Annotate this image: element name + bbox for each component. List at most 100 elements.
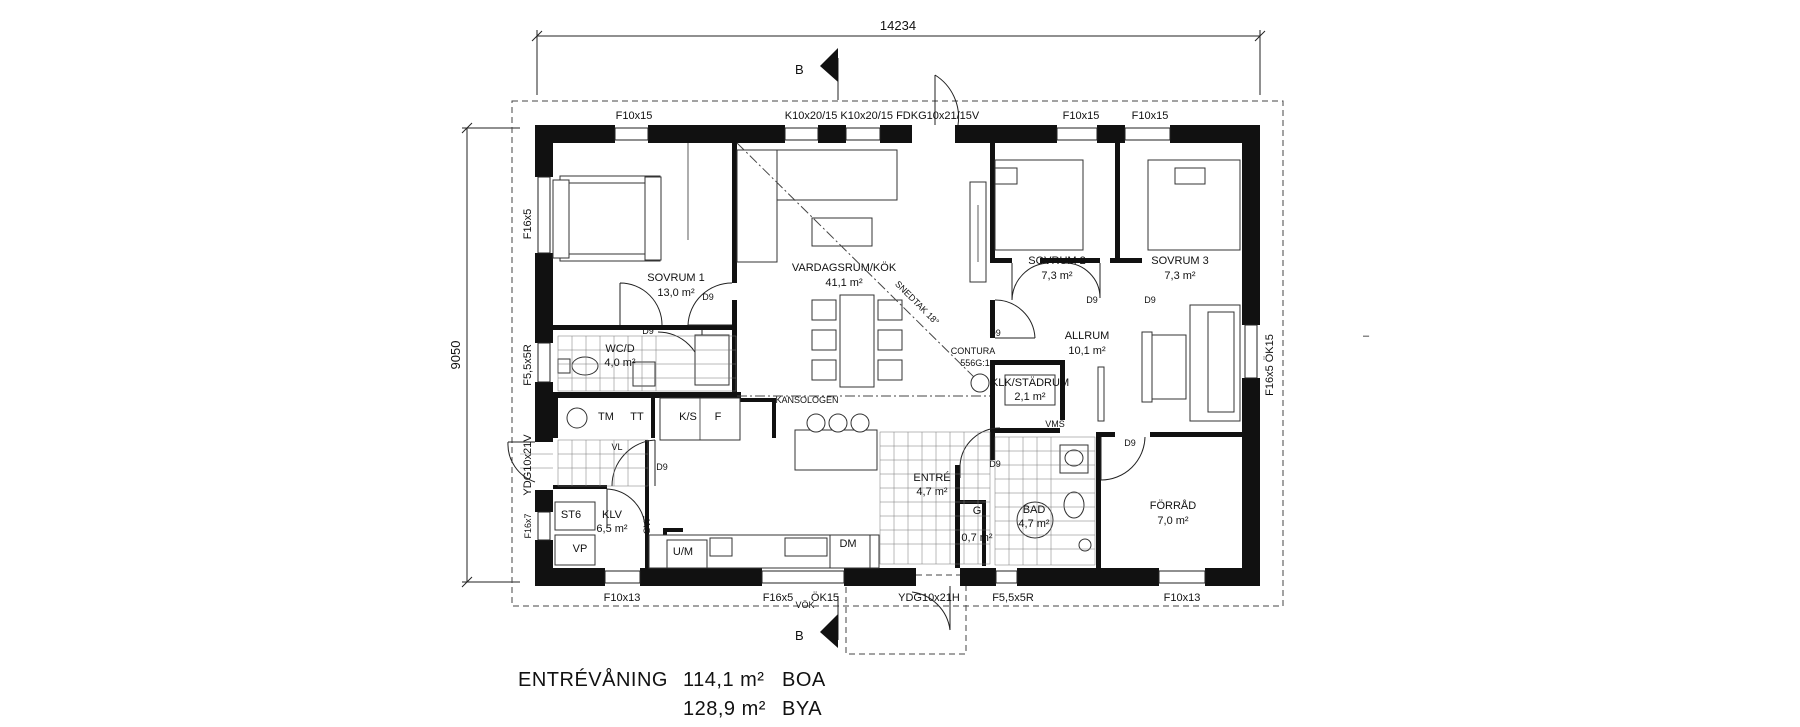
side-mark: – <box>1363 330 1370 342</box>
svg-text:F16x5: F16x5 <box>522 209 534 240</box>
svg-text:DM: DM <box>839 538 856 550</box>
svg-text:7,0 m²: 7,0 m² <box>1157 515 1189 527</box>
room-label-wcd: WC/D 4,0 m² <box>604 343 636 369</box>
room-label-sovrum3: SOVRUM 3 7,3 m² <box>1151 255 1208 282</box>
dining-table <box>811 294 903 388</box>
room-label-sovrum2: SOVRUM 2 7,3 m² <box>1028 255 1085 282</box>
wcd-fixtures <box>557 334 730 387</box>
svg-text:D9: D9 <box>1124 438 1136 448</box>
dimension-height-label: 9050 <box>448 341 463 370</box>
svg-text:D9: D9 <box>1086 295 1098 305</box>
svg-text:B: B <box>795 62 804 77</box>
svg-text:SOVRUM 3: SOVRUM 3 <box>1151 255 1208 267</box>
tile-grid-wc <box>557 335 737 392</box>
dimension-height: 9050 <box>448 122 520 588</box>
kitchen-counter <box>648 534 880 569</box>
svg-text:K/S: K/S <box>679 411 697 423</box>
svg-text:YDG10x21H: YDG10x21H <box>898 592 960 604</box>
svg-text:VARDAGSRUM/KÖK: VARDAGSRUM/KÖK <box>792 262 897 274</box>
svg-text:SOVRUM 1: SOVRUM 1 <box>647 272 704 284</box>
stair-or-cabinets <box>659 397 741 441</box>
svg-text:D9: D9 <box>989 328 1001 338</box>
svg-text:F10x13: F10x13 <box>1164 592 1201 604</box>
svg-text:F10x15: F10x15 <box>616 110 653 122</box>
room-label-vardagsrum: VARDAGSRUM/KÖK 41,1 m² <box>792 262 897 289</box>
svg-text:10,1 m²: 10,1 m² <box>1068 345 1106 357</box>
svg-text:TM: TM <box>598 411 614 423</box>
sofa-living <box>736 149 898 263</box>
bed-sovrum1 <box>552 175 662 262</box>
allrum-table <box>1141 331 1153 403</box>
room-label-klv: KLV 6,5 m² <box>596 509 628 535</box>
svg-text:KLK/STÄDRUM: KLK/STÄDRUM <box>991 377 1069 389</box>
tile-grid-bad <box>994 436 1096 566</box>
svg-text:VL: VL <box>611 442 622 452</box>
bed-sovrum3 <box>1147 159 1241 251</box>
svg-text:BAD: BAD <box>1023 504 1046 516</box>
svg-text:ENTRÉ: ENTRÉ <box>913 471 950 484</box>
svg-text:D9: D9 <box>702 292 714 302</box>
tile-grid-klv <box>520 439 649 487</box>
area-summary: ENTRÉVÅNING 114,1 m² BOA 128,9 m² BYA <box>518 668 826 720</box>
stove-contura <box>970 373 990 393</box>
svg-text:FÖRRÅD: FÖRRÅD <box>1150 499 1197 512</box>
svg-text:ST6: ST6 <box>561 509 581 521</box>
sofa-allrum <box>1141 304 1241 422</box>
bed-sovrum2 <box>994 159 1084 251</box>
svg-text:7,3 m²: 7,3 m² <box>1164 270 1196 282</box>
bya-label: BYA <box>782 698 822 720</box>
klv-fixtures <box>554 407 596 566</box>
svg-text:YDG10x21V: YDG10x21V <box>522 434 534 496</box>
roof-outline <box>511 100 1284 607</box>
svg-text:K10x20/15 K10x20/15 FDKG10x21/: K10x20/15 K10x20/15 FDKG10x21/15V <box>785 110 980 122</box>
svg-text:VMS: VMS <box>1045 419 1065 429</box>
svg-text:4,7 m²: 4,7 m² <box>916 486 948 498</box>
svg-text:D9: D9 <box>1144 295 1156 305</box>
svg-text:VÖK: VÖK <box>795 600 814 610</box>
room-label-g: G 0,7 m² <box>961 505 993 544</box>
room-label-bad: BAD 4,7 m² <box>1018 504 1050 530</box>
allrum-window-bench <box>1097 366 1105 422</box>
section-marker-bottom: B <box>795 596 839 648</box>
svg-text:D9: D9 <box>656 462 668 472</box>
svg-text:F10x15: F10x15 <box>1063 110 1100 122</box>
svg-text:4,7 m²: 4,7 m² <box>1018 518 1050 530</box>
svg-text:7,3 m²: 7,3 m² <box>1041 270 1073 282</box>
svg-text:ÖK15: ÖK15 <box>811 592 839 604</box>
svg-text:D9: D9 <box>642 326 654 336</box>
svg-text:U/M: U/M <box>673 546 693 558</box>
svg-text:2,1 m²: 2,1 m² <box>1014 391 1046 403</box>
klk-appliance <box>1004 374 1056 406</box>
svg-text:F5,5x5R: F5,5x5R <box>992 592 1034 604</box>
svg-text:G: G <box>973 505 982 517</box>
bad-fixtures <box>1016 444 1092 552</box>
exterior-walls <box>535 125 1260 586</box>
door-tags: D9 D9 D9 D9 D9 D9 D9 D9 <box>642 292 1156 472</box>
svg-text:556G:1: 556G:1 <box>960 358 990 368</box>
svg-text:GVF: GVF <box>642 515 652 534</box>
svg-text:F10x13: F10x13 <box>604 592 641 604</box>
sloped-ceiling-line <box>736 142 981 384</box>
svg-text:0,7 m²: 0,7 m² <box>961 532 993 544</box>
room-label-sovrum1: SOVRUM 1 13,0 m² <box>647 272 704 299</box>
boa-label: BOA <box>782 669 826 691</box>
dimension-width-label: 14234 <box>880 18 916 33</box>
svg-text:F16x5: F16x5 <box>763 592 794 604</box>
tile-grid-entre <box>879 431 991 565</box>
porch-outline <box>845 574 967 655</box>
svg-text:KLV: KLV <box>602 509 623 521</box>
floor-name: ENTRÉVÅNING <box>518 668 668 691</box>
svg-text:TT: TT <box>630 411 644 423</box>
bya-value: 128,9 m² <box>683 698 766 720</box>
svg-text:SOVRUM 2: SOVRUM 2 <box>1028 255 1085 267</box>
window-tags: F10x15 K10x20/15 K10x20/15 FDKG10x21/15V… <box>522 110 1276 610</box>
svg-text:F16x7: F16x7 <box>523 513 533 538</box>
svg-text:B: B <box>795 628 804 643</box>
room-label-allrum: ALLRUM 10,1 m² <box>1065 330 1110 357</box>
room-label-entre: ENTRÉ 4,7 m² <box>913 471 950 498</box>
interior-walls <box>553 143 1242 568</box>
svg-text:D9: D9 <box>989 459 1001 469</box>
svg-text:CONTURA: CONTURA <box>951 346 996 356</box>
svg-text:13,0 m²: 13,0 m² <box>657 287 695 299</box>
